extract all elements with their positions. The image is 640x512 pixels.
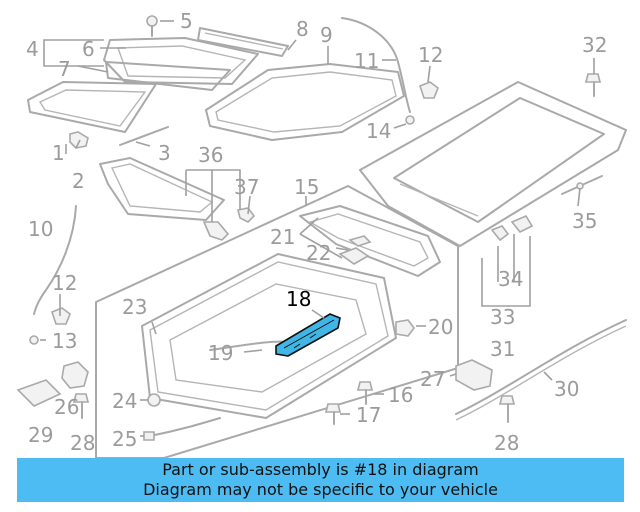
callout-12-top: 12	[418, 43, 443, 67]
drain-hose-11	[341, 17, 415, 125]
callout-21: 21	[270, 225, 295, 249]
glass-panel-4	[103, 37, 259, 85]
callout-37: 37	[234, 175, 259, 199]
callout-23: 23	[122, 295, 147, 319]
callout-28-right: 28	[494, 431, 519, 455]
callout-27: 27	[420, 367, 445, 391]
motor-20	[395, 319, 415, 337]
frame-36	[99, 157, 225, 221]
parts-diagram: 4 6 7 5 8 9 11 12 14 32 1 2 3 36 37 15 2…	[16, 9, 627, 458]
clip-13	[29, 335, 39, 345]
module-29	[16, 379, 62, 407]
harness-25	[143, 417, 221, 441]
callout-20: 20	[428, 315, 453, 339]
link-22	[338, 235, 372, 265]
clip-12-top	[419, 81, 439, 99]
callout-32: 32	[582, 33, 607, 57]
callout-18-highlighted: 18	[286, 287, 311, 311]
info-banner: Part or sub-assembly is #18 in diagram D…	[17, 458, 624, 502]
callout-4: 4	[26, 37, 39, 61]
bolt-17	[324, 403, 342, 425]
callout-33: 33	[490, 305, 515, 329]
callout-34: 34	[498, 267, 523, 291]
callout-29: 29	[28, 423, 53, 447]
trim-30	[455, 319, 627, 421]
bolt-5	[146, 15, 158, 37]
motor-26	[61, 361, 89, 389]
callout-9: 9	[320, 23, 333, 47]
motor-27	[455, 359, 493, 391]
callout-15: 15	[294, 175, 319, 199]
glass-panel-1	[27, 81, 157, 133]
callout-35: 35	[572, 209, 597, 233]
callout-8: 8	[296, 17, 309, 41]
callout-11: 11	[354, 49, 379, 73]
bolt-32	[584, 73, 602, 97]
callout-2: 2	[72, 169, 85, 193]
callout-26: 26	[54, 395, 79, 419]
bolt-24	[147, 393, 161, 407]
callout-22: 22	[306, 241, 331, 265]
callout-30: 30	[554, 377, 579, 401]
callout-19: 19	[208, 341, 233, 365]
callout-28-left: 28	[70, 431, 95, 455]
bolt-16	[356, 381, 374, 405]
callout-16: 16	[388, 383, 413, 407]
callout-25: 25	[112, 427, 137, 451]
leader-lines	[40, 20, 595, 437]
callout-10: 10	[28, 217, 53, 241]
weatherstrip-9	[205, 63, 405, 141]
callout-17: 17	[356, 403, 381, 427]
callout-6: 6	[82, 37, 95, 61]
callout-13: 13	[52, 329, 77, 353]
callout-36: 36	[198, 143, 223, 167]
deflector-8	[197, 27, 289, 57]
highlighted-part-18[interactable]	[275, 313, 341, 357]
banner-line-2: Diagram may not be specific to your vehi…	[143, 480, 498, 499]
callout-5: 5	[180, 9, 193, 33]
bracket-35	[561, 175, 603, 195]
bolt-28-right	[498, 395, 516, 423]
callout-numbers: 4 6 7 5 8 9 11 12 14 32 1 2 3 36 37 15 2…	[26, 9, 607, 455]
callout-24: 24	[112, 389, 137, 413]
callout-14: 14	[366, 119, 391, 143]
clip-2	[69, 131, 89, 149]
callout-3: 3	[158, 141, 171, 165]
clip-12-left	[51, 307, 71, 325]
callout-31: 31	[490, 337, 515, 361]
clip-34	[490, 214, 534, 242]
callout-7: 7	[58, 57, 71, 81]
callout-12-left: 12	[52, 271, 77, 295]
rear-panel-31	[359, 81, 627, 247]
strip-3	[119, 126, 169, 146]
callout-1: 1	[52, 141, 65, 165]
drain-hose-10	[33, 205, 77, 315]
banner-line-1: Part or sub-assembly is #18 in diagram	[162, 460, 479, 479]
bolt-28-left	[72, 393, 90, 419]
bracket-37	[202, 207, 256, 241]
